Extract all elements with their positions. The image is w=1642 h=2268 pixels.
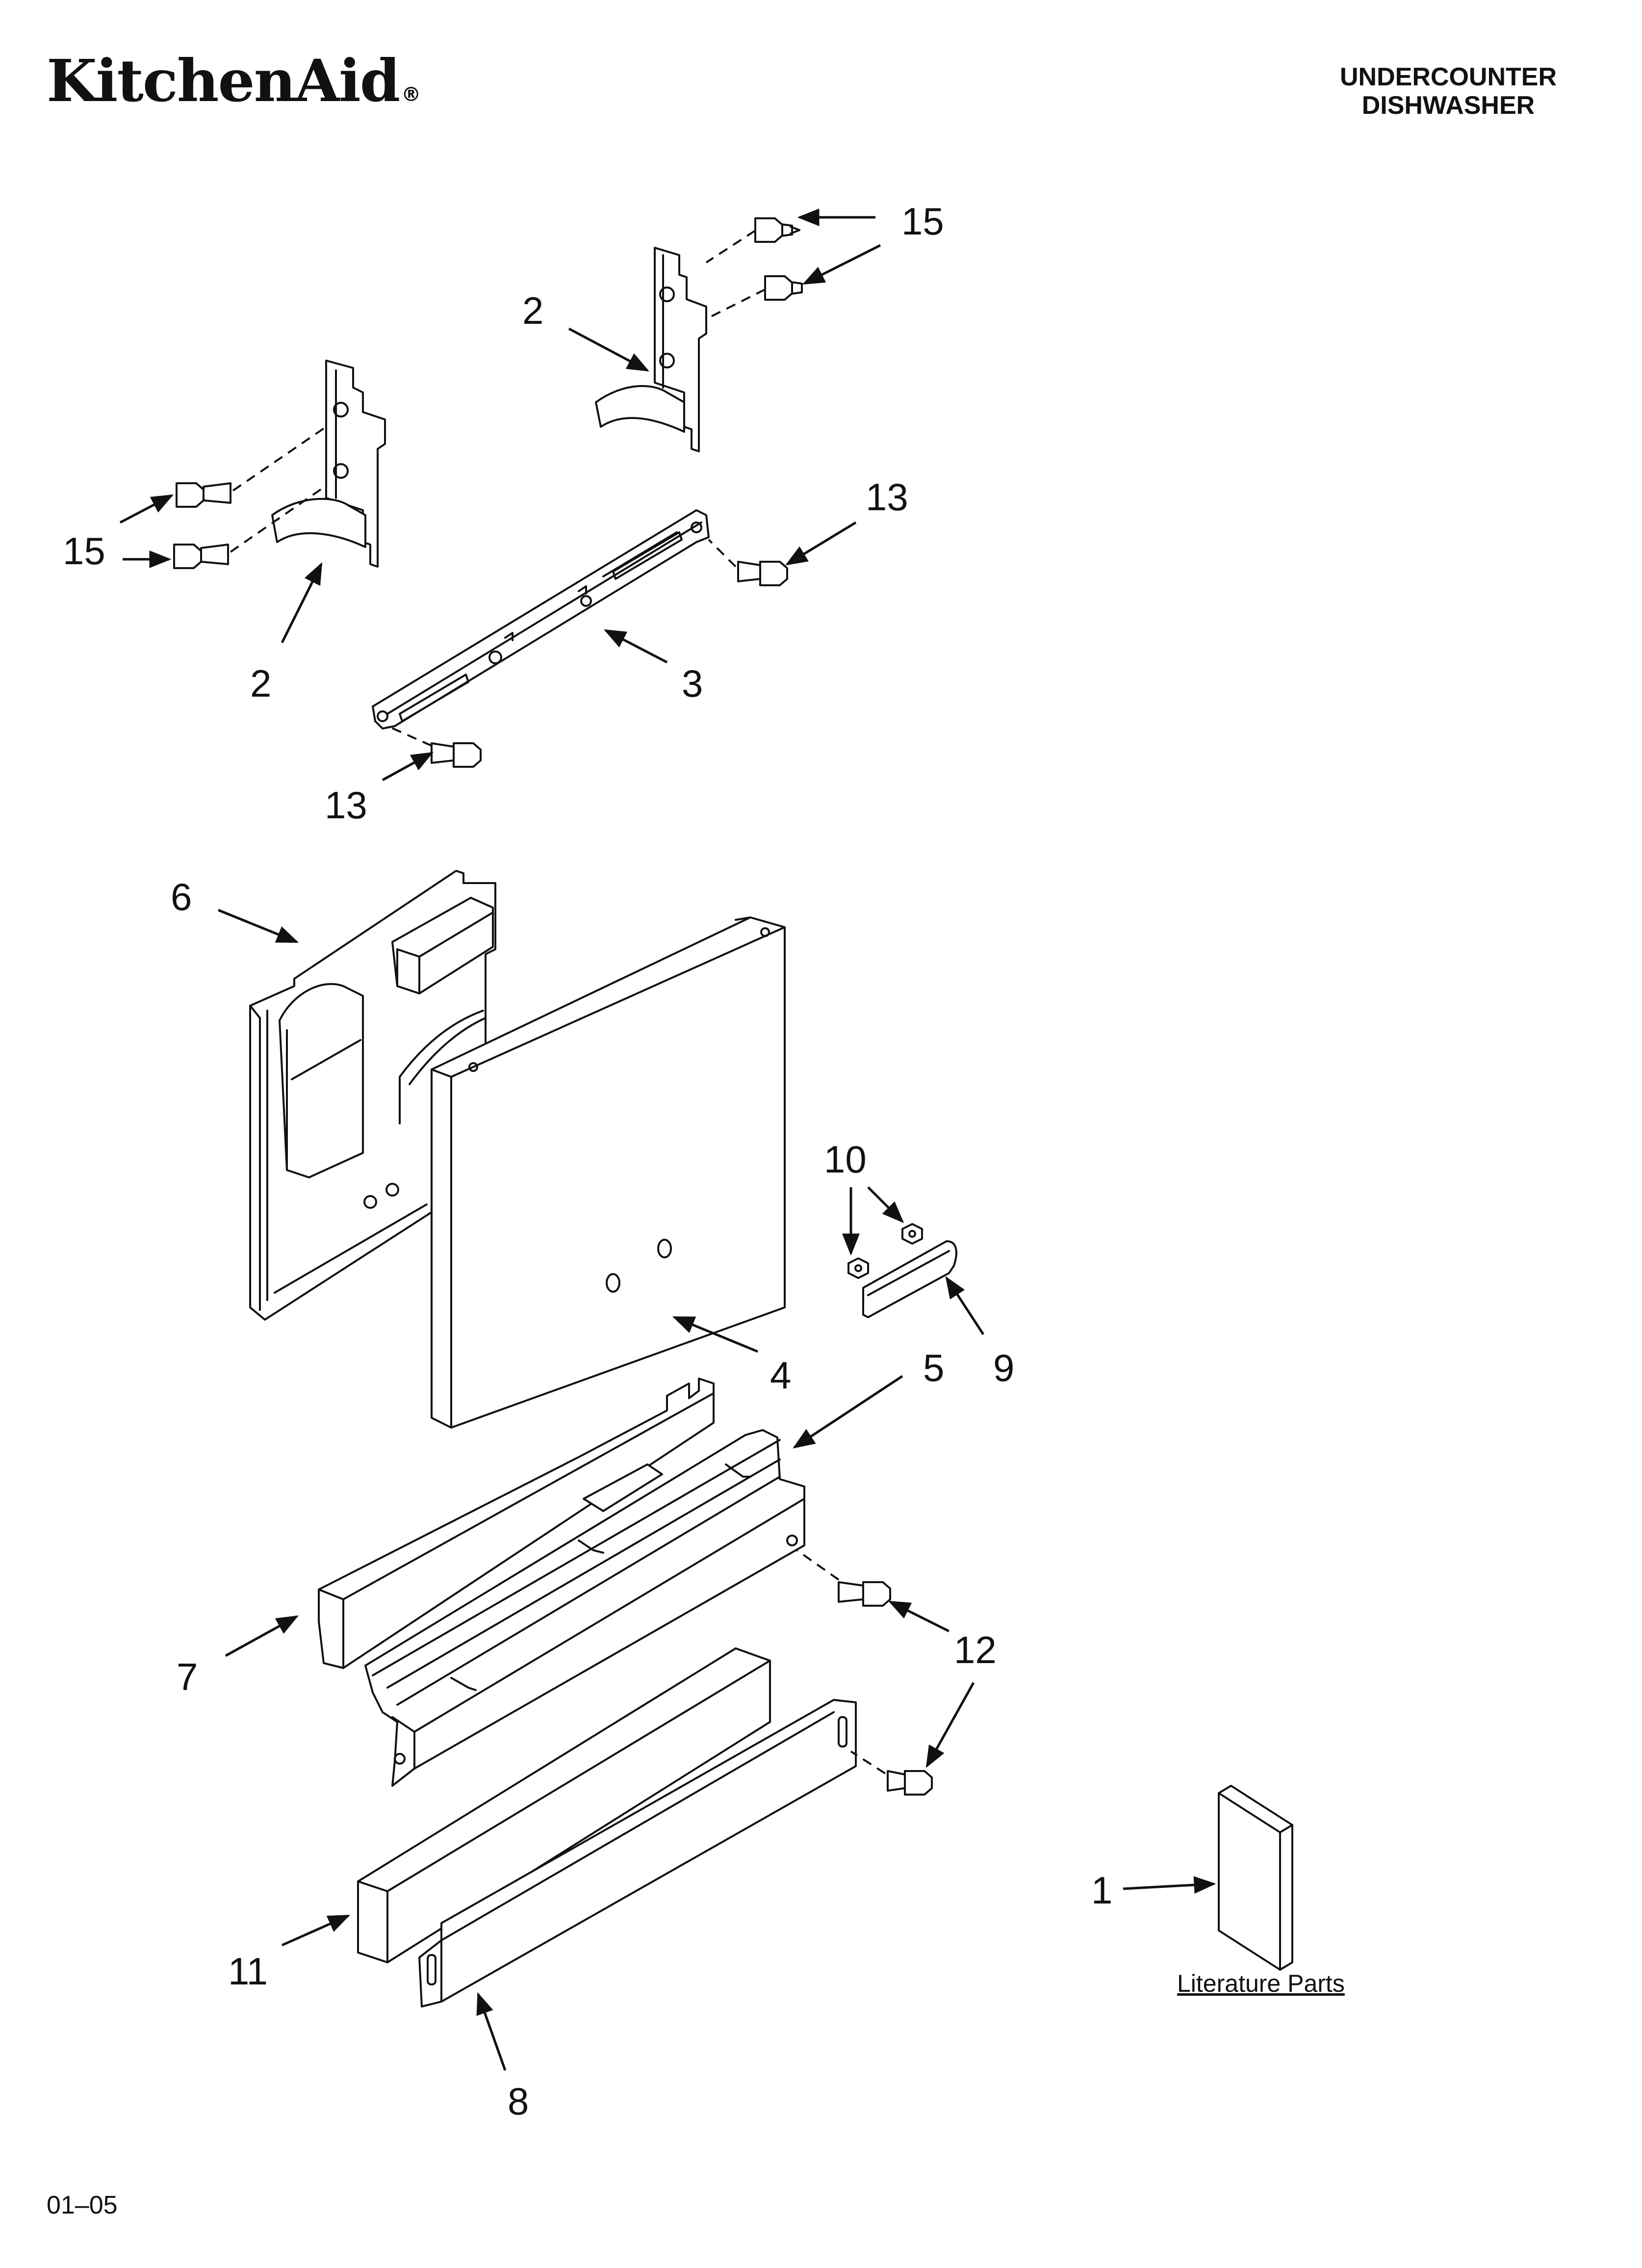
callout-1: 1 <box>1091 1869 1112 1912</box>
literature-parts-label: Literature Parts <box>1177 1970 1345 1997</box>
product-title-line1: UNDERCOUNTER <box>1340 63 1557 91</box>
callout-2-left: 2 <box>250 662 271 705</box>
callout-9: 9 <box>993 1346 1014 1389</box>
revision-code: 01–05 <box>47 2191 118 2219</box>
literature-booklet-1 <box>1218 1785 1293 1971</box>
outer-door-panel-4 <box>431 916 786 1429</box>
nut-10-upper <box>901 1223 923 1245</box>
callout-5: 5 <box>923 1346 944 1389</box>
screw-13-left <box>431 742 482 768</box>
callout-15-left: 15 <box>63 529 105 573</box>
callout-labels: 15 2 15 2 13 3 13 6 10 4 5 9 12 7 1 11 8 <box>63 200 1112 2123</box>
nut-10-lower <box>847 1257 869 1279</box>
callout-7: 7 <box>177 1655 198 1698</box>
registered-mark: ® <box>401 83 421 106</box>
screw-12-lower <box>887 1770 933 1796</box>
callout-6: 6 <box>171 875 192 918</box>
callout-13-left: 13 <box>325 783 367 827</box>
kitchenaid-logo: KitchenAid® <box>47 47 421 115</box>
callout-13-right: 13 <box>866 475 908 519</box>
callout-3: 3 <box>682 662 703 705</box>
toe-panel-bracket-5 <box>364 1429 805 1787</box>
door-handle-9 <box>862 1240 957 1318</box>
screw-15-upper-2 <box>764 275 803 301</box>
callout-10: 10 <box>824 1138 867 1181</box>
foam-insulation-7 <box>318 1378 715 1669</box>
leader-arrows <box>119 209 1216 2071</box>
callout-11: 11 <box>228 1950 268 1993</box>
screw-15-lower-2 <box>173 544 229 569</box>
screw-12-upper <box>838 1581 891 1607</box>
product-title: UNDERCOUNTER DISHWASHER <box>1331 63 1566 120</box>
callout-2-right: 2 <box>522 289 543 332</box>
screw-13-right <box>737 561 788 586</box>
brand-name: KitchenAid <box>47 47 400 115</box>
hinge-bracket-left <box>271 360 386 568</box>
mounting-bracket-3 <box>372 509 710 730</box>
foam-block-11 <box>357 1647 771 1963</box>
callout-8: 8 <box>508 2080 529 2123</box>
screw-15-upper-1 <box>754 217 800 243</box>
product-title-line2: DISHWASHER <box>1361 91 1535 120</box>
screw-15-lower-1 <box>176 482 231 508</box>
hinge-bracket-right <box>595 247 707 452</box>
toe-kick-panel-8 <box>418 1699 857 2007</box>
callout-4: 4 <box>770 1354 791 1397</box>
callout-12: 12 <box>954 1628 997 1671</box>
callout-15-upper: 15 <box>901 200 944 243</box>
